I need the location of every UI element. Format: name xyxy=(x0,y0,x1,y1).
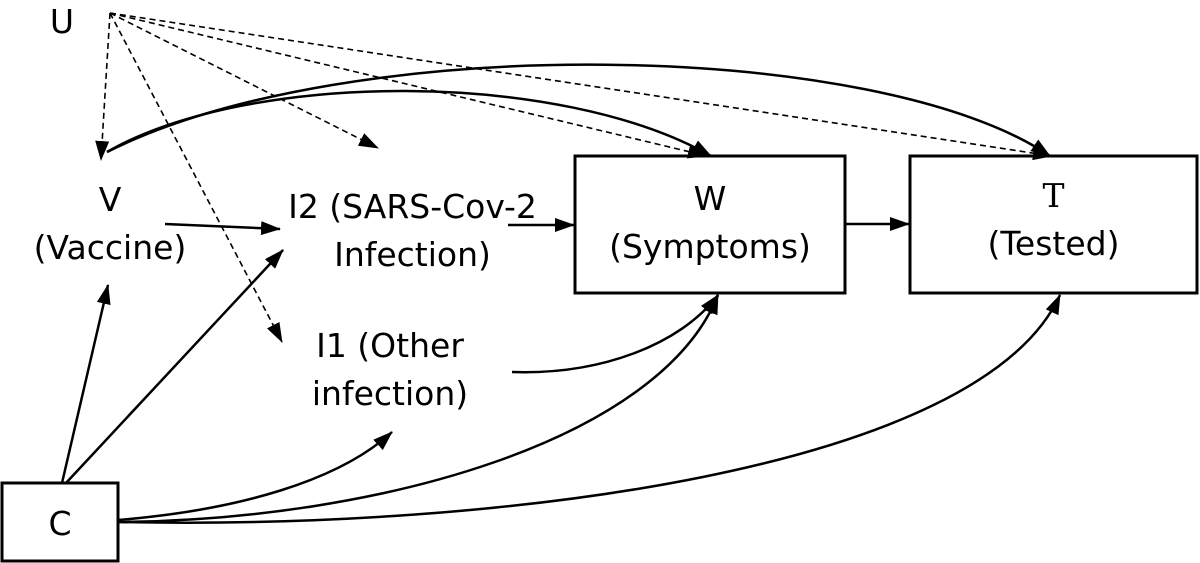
node-v-line2: (Vaccine) xyxy=(33,228,187,267)
edge-c-t xyxy=(117,294,1062,524)
edge-u-v xyxy=(95,12,111,161)
node-t-line2: (Tested) xyxy=(987,224,1120,263)
node-w-line2: (Symptoms) xyxy=(609,227,811,266)
node-w: W (Symptoms) xyxy=(575,175,845,271)
edge-c-i2 xyxy=(65,249,284,484)
edge-u-i1 xyxy=(109,12,283,343)
edge-u-w xyxy=(109,12,708,159)
node-v-line1: V xyxy=(98,180,122,219)
node-t-line1: T xyxy=(1042,176,1065,215)
edge-v-w xyxy=(106,89,712,158)
node-v: V (Vaccine) xyxy=(20,176,200,272)
edge-u-i2 xyxy=(109,12,379,149)
node-u: U xyxy=(42,0,82,46)
edge-c-i1 xyxy=(117,431,393,522)
edge-i1-w xyxy=(511,294,719,374)
edge-v-i2 xyxy=(164,221,281,236)
node-i2-line2: Infection) xyxy=(334,235,491,274)
t-box xyxy=(908,154,1199,295)
edge-v-t xyxy=(106,63,1051,158)
edge-c-w xyxy=(117,294,720,524)
edge-c-v xyxy=(60,284,111,484)
node-t: T (Tested) xyxy=(910,172,1197,268)
node-i1-line2: infection) xyxy=(311,374,469,413)
edge-u-t xyxy=(109,12,1053,161)
node-w-line1: W xyxy=(693,179,727,218)
node-i1-line1: I1 (Other xyxy=(316,326,464,365)
node-i2: I2 (SARS-Cov-2 Infection) xyxy=(270,183,555,279)
node-i2-line1: I2 (SARS-Cov-2 xyxy=(288,187,537,226)
node-i1: I1 (Other infection) xyxy=(290,322,490,418)
node-u-label: U xyxy=(49,2,75,41)
node-c-label: C xyxy=(48,504,72,543)
node-c: C xyxy=(2,500,118,548)
